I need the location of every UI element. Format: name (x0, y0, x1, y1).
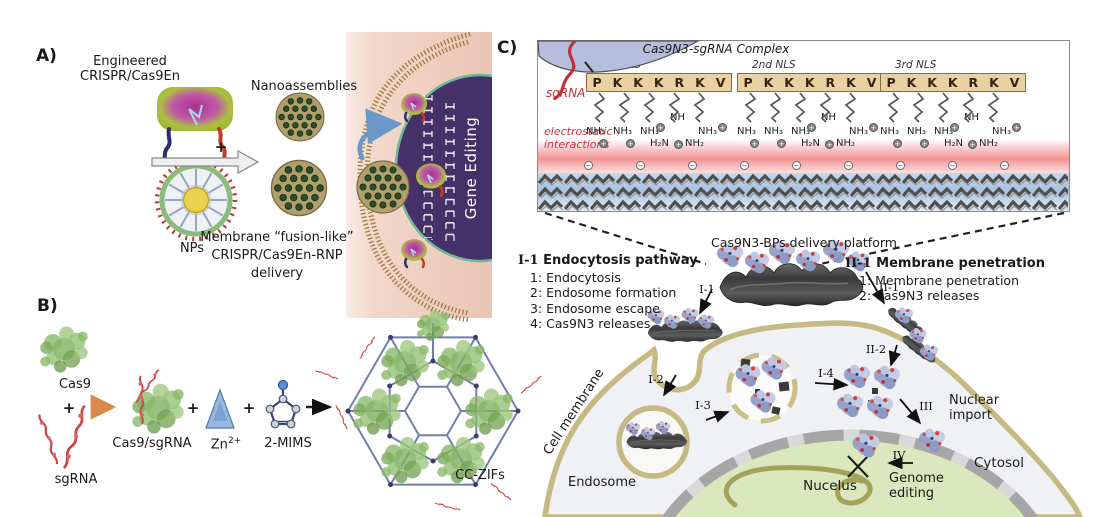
minus-charge: − (584, 161, 593, 170)
step-iii: III (919, 399, 933, 413)
mims-label: 2-MIMS (264, 436, 312, 451)
minus-charge: − (740, 161, 749, 170)
bp-sheet-texture (538, 173, 1068, 211)
cas9en-protein (399, 237, 429, 269)
complex-title: Cas9N3-sgRNA Complex (642, 42, 790, 56)
released-cas9-cluster (837, 364, 900, 420)
minus-charge: − (948, 161, 957, 170)
plus-sign: + (242, 399, 256, 417)
panel-b-label: B) (37, 296, 58, 316)
cas9-label: Cas9 (58, 377, 92, 392)
step-ii1: II-1 (878, 280, 900, 294)
electrostatic-label: electrostatic interactions (544, 125, 613, 151)
platform-label: Cas9N3-BPs delivery platform (711, 235, 897, 250)
step-iv: IV (892, 448, 906, 462)
plus-sign: + (186, 399, 200, 417)
nanoassembly-fusing (356, 160, 410, 214)
nucleus-c (661, 429, 1039, 517)
scissors-icon (847, 455, 869, 478)
minus-charge: − (792, 161, 801, 170)
plus-sign: + (62, 399, 76, 417)
sgrna-label: sgRNA (54, 472, 98, 487)
cell-membrane-label: Cell membrane (540, 366, 608, 458)
plus-sign: + (214, 138, 228, 156)
bp-blue-band (538, 173, 1069, 211)
nucleus-label: Nucelus (803, 478, 857, 494)
penetration-pathway-list: II-1 Membrane penetration 1: Membrane pe… (845, 256, 1045, 304)
cas9-genome-editing (852, 433, 880, 458)
nanoassemblies-label: Nanoassemblies (250, 79, 358, 94)
panel-c-label: C) (497, 38, 518, 58)
amine-cluster-2: NH₃+ NH₃+ NH₃+ NH H₂N+NH₂ NH₃+ (737, 112, 878, 149)
sgrna-label-c: sgRNA (546, 86, 586, 100)
endosome-label: Endosome (567, 475, 637, 490)
zinc-label: Zn2+ (210, 436, 242, 453)
cas9en-protein (414, 161, 448, 197)
entry-arrow (357, 108, 403, 162)
nps-label: NPs (179, 241, 205, 256)
bp-sheet-penetrating (885, 303, 939, 366)
endosome-vesicle (616, 405, 690, 479)
dna-ladder (423, 95, 455, 247)
cczifs-label: CC-ZIFs (455, 468, 505, 483)
step-i1: I-1 (699, 282, 715, 296)
nanoassembly (270, 159, 328, 217)
bp-sheet-endosome (626, 431, 687, 450)
cell-membrane-a (357, 31, 471, 323)
zinc-ion (205, 388, 235, 429)
sgrna-strand (30, 413, 67, 466)
endosome-escape (726, 352, 798, 424)
step-i4: I-4 (818, 366, 834, 380)
cytosol-label: Cytosol (973, 455, 1025, 471)
minus-charge: − (896, 161, 905, 170)
cas9-sgrna-complex (132, 383, 184, 434)
step-ii2: II-2 (865, 342, 887, 356)
gene-editing-label: Gene Editing (462, 116, 480, 220)
panel-a-label: A) (36, 46, 57, 66)
endocytosis-pathway-list: I-1 Endocytosis pathway 1: Endocytosis 2… (518, 253, 698, 332)
2-mims-molecule (268, 385, 298, 426)
cas9en-protein (399, 91, 429, 123)
cc-zifs-framework (314, 309, 542, 511)
cas9-nuclear-pore (919, 428, 945, 453)
cas9-sgrna-label: Cas9/sgRNA (112, 436, 192, 451)
nanoassembly (275, 92, 325, 142)
cas9-protein (40, 326, 88, 373)
minus-charge: − (1000, 161, 1009, 170)
nanoparticle-np (154, 158, 238, 242)
step-i2: I-2 (648, 372, 664, 386)
minus-charge: − (844, 161, 853, 170)
assembly-arrow (151, 149, 260, 175)
minus-charge: − (636, 161, 645, 170)
step-i3: I-3 (695, 398, 711, 412)
amine-cluster-1: NH₃+ NH₃+ NH₃+ NH H₂N+NH₂ NH₃+ (586, 112, 727, 149)
minus-charge: − (688, 161, 697, 170)
